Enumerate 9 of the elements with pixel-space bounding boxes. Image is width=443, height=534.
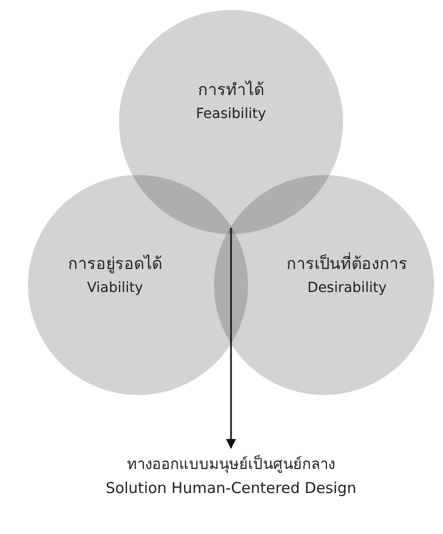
circle-label: Viability bbox=[86, 279, 144, 298]
arrow bbox=[226, 228, 236, 449]
circle-label: การทำได้ bbox=[198, 79, 264, 101]
circle-label: Desirability bbox=[307, 279, 387, 298]
circle-label: การอยู่รอดได้ bbox=[68, 253, 162, 276]
circle-label: การเป็นที่ต้องการ bbox=[286, 252, 408, 275]
outcome-label: Solution Human-Centered Design bbox=[106, 478, 356, 499]
outcome-label: ทางออกแบบมนุษย์เป็นศูนย์กลาง bbox=[127, 454, 335, 476]
circle-label: Feasibility bbox=[196, 105, 266, 124]
